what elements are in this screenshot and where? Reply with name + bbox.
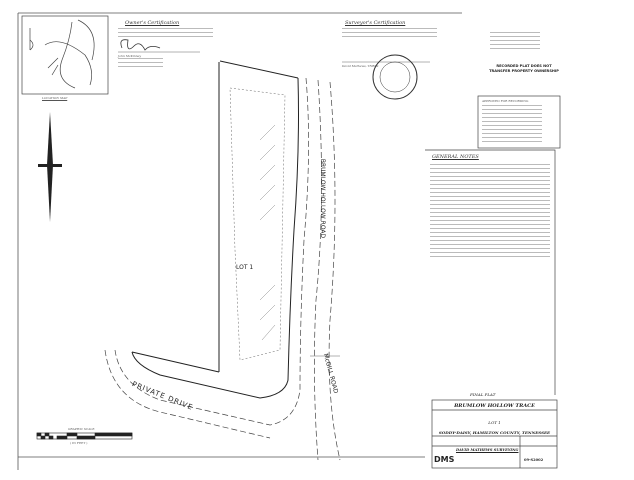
approval-signatures [482,105,542,145]
approval-title: APPROVED FOR RECORDING [482,99,529,103]
road-lines [104,77,341,461]
owner-address [118,58,163,68]
general-notes-title: GENERAL NOTES [432,154,479,160]
lot-label: LOT 1 [236,264,254,271]
owner-signature [120,39,161,51]
surveyor-certification-text [342,28,437,40]
building-envelope [229,87,286,361]
location-map-label: LOCATION MAP [42,96,68,100]
sheet-frame [17,12,462,470]
brumlow-hollow-road-label: BRUMLOW HOLLOW ROAD [319,158,327,239]
owner-certification-text [118,28,213,38]
firm-name: DAVID MATHEWS SURVEYING [456,448,519,452]
general-notes-list [430,164,550,260]
project-name: BRUMLOW HOLLOW TRACE [454,403,535,409]
title-lot: LOT 1 [488,420,501,425]
graphic-scale-bar [36,432,133,440]
recorded-plat-stamp: RECORDED PLAT DOES NOT TRANSFER PROPERTY… [489,64,559,73]
surveyor-seal [372,54,418,100]
recording-info [490,32,540,50]
location-map [21,15,109,95]
lot-boundary [131,60,299,399]
firm-logo: DMS [434,455,455,464]
job-number: 09-S2002 [524,458,544,462]
approval-box [477,95,561,149]
graphic-scale-unit: ( IN FEET ) [70,441,88,445]
owner-signer: John McKinney [118,54,142,58]
surveyor-signer: David Mathews, TNRLS [342,64,379,68]
owner-certification-title: Owner's Certification [125,20,180,26]
plat-type: FINAL PLAT [470,392,496,397]
title-block [431,399,558,469]
surveyor-certification-title: Surveyor's Certification [345,20,406,26]
project-location: SODDY-DAISY, HAMILTON COUNTY, TENNESSEE [438,430,551,435]
graphic-scale-title: GRAPHIC SCALE [68,427,95,431]
north-arrow-icon [38,112,62,222]
